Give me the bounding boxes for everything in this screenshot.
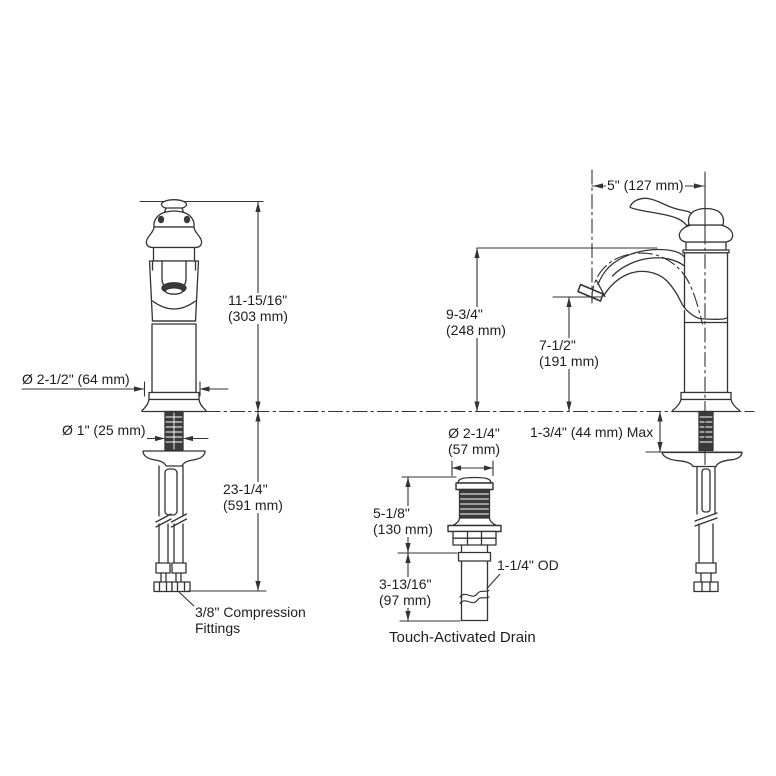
drain-flange xyxy=(455,482,494,491)
faucet-handle-lever xyxy=(629,197,696,227)
mounting-bracket-front xyxy=(142,450,206,467)
dim-overall-height-line2: (303 mm) xyxy=(228,307,288,324)
drain-caption: Touch-Activated Drain xyxy=(388,629,537,646)
dim-shank-diameter: Ø 1" (25 mm) xyxy=(61,422,147,439)
dim-drain-lower-length: 3-13/16" (97 mm) xyxy=(378,576,433,608)
dim-drain-flange-diameter: Ø 2-1/4" (57 mm) xyxy=(437,425,511,457)
dim-supply-length-line2: (591 mm) xyxy=(223,496,283,513)
tailpiece-od-leader xyxy=(486,573,501,590)
note-compression-fittings: 3/8" Compression Fittings xyxy=(194,604,307,636)
dim-base-diameter: Ø 2-1/2" (64 mm) xyxy=(21,371,131,388)
faucet-side-view xyxy=(577,197,741,413)
dim-spout-height: 9-3/4" (248 mm) xyxy=(445,306,507,338)
centerlines xyxy=(205,169,755,467)
faucet-side-supplies xyxy=(661,410,743,593)
dim-tailpiece-od: 1-1/4" OD xyxy=(496,557,560,574)
mounting-bracket-side xyxy=(661,451,743,468)
dim-drain-lower-length-line2: (97 mm) xyxy=(379,591,432,608)
dim-spout-height-line1: 9-3/4" xyxy=(446,306,483,322)
dim-drain-lower-length-line1: 3-13/16" xyxy=(379,576,432,592)
note-compression-fittings-line1: 3/8" Compression xyxy=(195,604,306,620)
faucet-front-view xyxy=(141,199,207,413)
dim-overall-height: 11-15/16" (303 mm) xyxy=(227,292,289,324)
dim-outlet-height-line2: (191 mm) xyxy=(539,352,599,369)
dim-outlet-height-line1: 7-1/2" xyxy=(539,337,576,353)
dim-drain-flange-diameter-line1: Ø 2-1/4" xyxy=(448,425,500,441)
dim-deck-thickness-max: 1-3/4" (44 mm) Max xyxy=(529,424,655,441)
compression-fitting xyxy=(693,581,719,593)
dim-supply-length-line1: 23-1/4" xyxy=(223,481,268,497)
dimension-arrows xyxy=(134,183,704,621)
compression-fitting xyxy=(171,581,191,593)
dim-outlet-height: 7-1/2" (191 mm) xyxy=(538,337,600,369)
faucet-handle-knob xyxy=(687,207,725,226)
dim-drain-upper-length-line1: 5-1/8" xyxy=(373,505,410,521)
dim-drain-upper-length: 5-1/8" (130 mm) xyxy=(372,505,434,537)
note-compression-fittings-line2: Fittings xyxy=(195,619,241,636)
fittings-leader xyxy=(178,591,196,608)
dim-overall-height-line1: 11-15/16" xyxy=(228,292,288,308)
dim-drain-upper-length-line2: (130 mm) xyxy=(373,520,433,537)
compression-fitting xyxy=(153,581,173,593)
faucet-front-supplies xyxy=(142,410,206,593)
dim-spout-reach: 5" (127 mm) xyxy=(606,177,685,194)
dim-spout-height-line2: (248 mm) xyxy=(446,321,506,338)
dimension-lines xyxy=(21,185,743,622)
dim-supply-length: 23-1/4" (591 mm) xyxy=(222,481,284,513)
drain-assembly xyxy=(447,476,502,622)
dim-drain-flange-diameter-line2: (57 mm) xyxy=(447,440,501,457)
